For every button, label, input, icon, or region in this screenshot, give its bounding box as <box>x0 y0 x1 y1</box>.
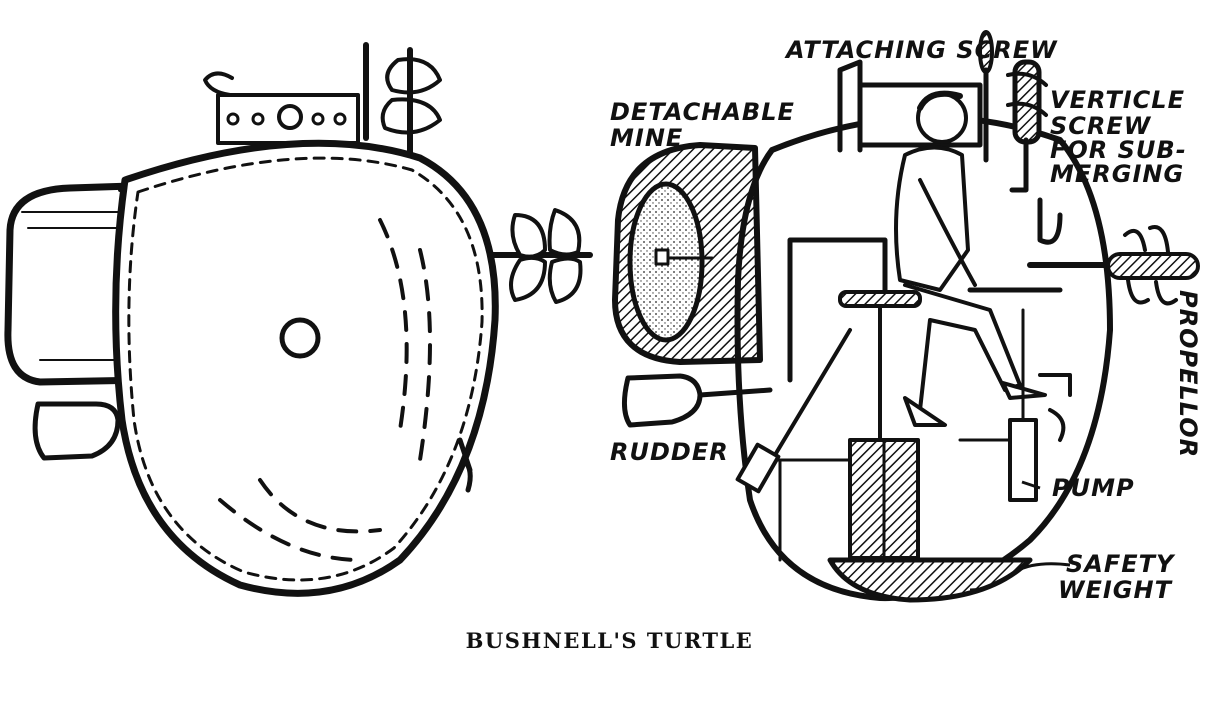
label-verticle: VERTICLE <box>1050 86 1185 114</box>
screw-assemblies <box>978 30 1048 193</box>
operator-seat <box>838 290 922 442</box>
label-attaching-screw: ATTACHING SCREW <box>784 36 1058 64</box>
leader-lines <box>969 480 1071 592</box>
pump-assembly <box>1008 308 1072 502</box>
label-for-sub: FOR SUB- <box>1050 136 1187 164</box>
diagram-labels: ATTACHING SCREW DETACHABLE MINE VERTICLE… <box>610 36 1202 604</box>
cutaway-rudder <box>622 373 703 428</box>
exterior-hull <box>112 139 499 597</box>
operator-figure <box>894 90 1047 427</box>
safety-weight-leader <box>969 562 1071 592</box>
label-safety: SAFETY <box>1066 550 1176 578</box>
exterior-top-fittings <box>203 42 442 163</box>
detachable-mine <box>612 142 763 365</box>
label-propellor: PROPELLOR <box>1174 290 1202 458</box>
cutaway-propeller <box>1106 225 1200 306</box>
exterior-view <box>4 42 593 597</box>
internal-pipes <box>697 197 1113 398</box>
label-mine: MINE <box>610 124 683 152</box>
exterior-propeller <box>487 208 593 304</box>
label-weight: WEIGHT <box>1058 576 1173 604</box>
label-detachable: DETACHABLE <box>610 98 795 126</box>
label-merging: MERGING <box>1050 160 1184 188</box>
pump-leader <box>1021 480 1041 490</box>
label-pump: PUMP <box>1052 474 1135 502</box>
ballast-tank <box>735 328 920 562</box>
label-rudder: RUDDER <box>610 438 729 466</box>
label-screw: SCREW <box>1050 112 1152 140</box>
figure-caption: BUSHNELL'S TURTLE <box>465 628 754 653</box>
cutaway-view <box>612 30 1200 603</box>
exterior-rudder <box>32 401 121 461</box>
